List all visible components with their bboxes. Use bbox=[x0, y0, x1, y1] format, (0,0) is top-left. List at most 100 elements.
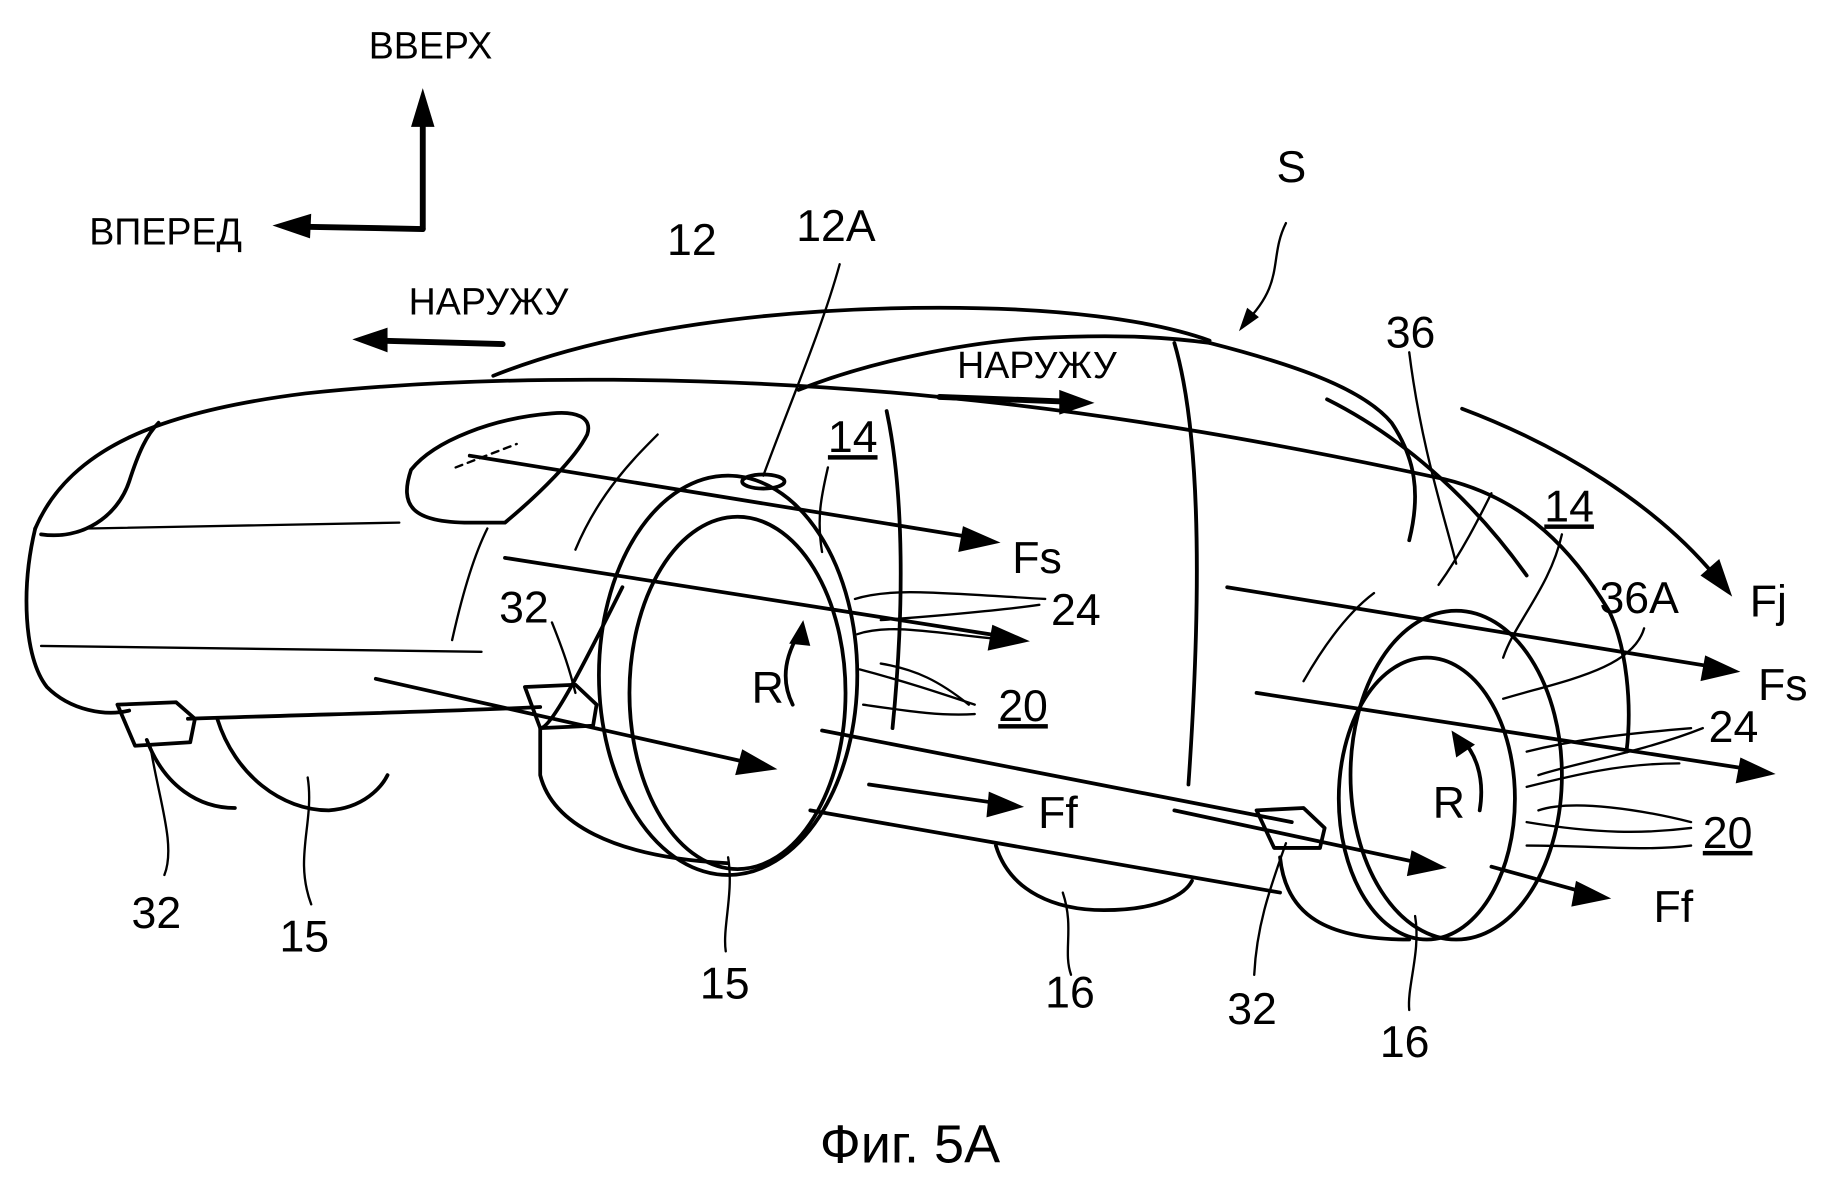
label-fs-rear: Fs bbox=[1758, 661, 1808, 710]
airflow-ff-rear-line bbox=[1172, 808, 1423, 866]
airflow-mid-front-head-icon bbox=[987, 624, 1030, 651]
label-ff-front: Ff bbox=[1038, 789, 1078, 838]
front-bumper-lower bbox=[186, 705, 543, 721]
airflow-mid-rear-head-icon bbox=[1735, 757, 1776, 784]
fins bbox=[115, 682, 1327, 850]
leader-15-mid bbox=[723, 856, 731, 953]
outward-front-arrow-head-icon bbox=[352, 327, 388, 353]
leader-12a bbox=[762, 263, 841, 477]
shade-4 bbox=[450, 527, 489, 642]
louver-rear-2 bbox=[1525, 762, 1681, 789]
label-32-mid: 32 bbox=[499, 583, 549, 632]
up-direction-label: ВВЕРХ bbox=[369, 25, 493, 67]
forward-arrow-head-icon bbox=[272, 213, 312, 239]
label-20-front: 20 bbox=[998, 682, 1048, 731]
label-36a: 36A bbox=[1599, 574, 1679, 623]
label-15-left: 15 bbox=[279, 912, 329, 961]
leader-36a bbox=[1502, 627, 1646, 700]
nose-contour bbox=[24, 526, 132, 715]
shade-1 bbox=[574, 433, 659, 551]
label-15-mid: 15 bbox=[700, 959, 750, 1008]
duct-front-2 bbox=[861, 703, 976, 716]
label-12a: 12A bbox=[796, 202, 876, 251]
airflow-ff-exit-line bbox=[1489, 864, 1588, 895]
label-r-front: R bbox=[752, 663, 784, 712]
rear-roof-edge bbox=[1325, 397, 1529, 578]
outward-front-indicator: НАРУЖУ bbox=[352, 281, 570, 353]
airflow-fs-front-head-icon bbox=[958, 526, 1001, 552]
label-24-front: 24 bbox=[1051, 586, 1101, 635]
airflow-low-front-head-icon bbox=[735, 749, 778, 776]
rotation-front-arc bbox=[783, 632, 801, 707]
leader-14-front bbox=[818, 466, 830, 554]
label-fs-front: Fs bbox=[1012, 534, 1062, 583]
label-fj: Fj bbox=[1750, 578, 1787, 627]
rear-wheel-side bbox=[1278, 855, 1412, 942]
rotation-front-head-icon bbox=[789, 620, 811, 646]
fin-rear bbox=[1254, 806, 1327, 850]
windshield-top bbox=[796, 334, 1212, 392]
direction-indicator: ВВЕРХ ВПЕРЕД bbox=[89, 25, 492, 253]
body-line-1 bbox=[86, 521, 401, 530]
louver-rear-1 bbox=[1525, 726, 1693, 753]
outward-roof-indicator: НАРУЖУ bbox=[936, 344, 1118, 415]
label-12: 12 bbox=[667, 216, 717, 265]
label-20-rear: 20 bbox=[1703, 809, 1753, 858]
rear-wheel-arch bbox=[1348, 608, 1564, 942]
leader-16-mid bbox=[1061, 891, 1073, 976]
louver-front-2 bbox=[856, 627, 1012, 642]
leader-36 bbox=[1408, 351, 1458, 565]
airflow-mid-rear-line bbox=[1254, 691, 1752, 772]
rear-wheel-far bbox=[993, 843, 1194, 913]
airflow-fs-front-line bbox=[467, 453, 977, 540]
airflow-low-front-line bbox=[373, 676, 754, 766]
label-36: 36 bbox=[1386, 309, 1436, 358]
leader-20-front bbox=[879, 662, 971, 706]
side-sill-bottom bbox=[808, 808, 1282, 895]
front-wheel-tire bbox=[627, 514, 848, 871]
forward-direction-label: ВПЕРЕД bbox=[89, 210, 242, 252]
leader-s bbox=[1243, 221, 1288, 325]
airflow-ff-rear-head-icon bbox=[1406, 850, 1447, 877]
outward-roof-label: НАРУЖУ bbox=[957, 344, 1118, 386]
vehicle-body bbox=[24, 305, 1631, 895]
leader-24-front bbox=[879, 603, 1041, 622]
duct-rear-1 bbox=[1525, 820, 1693, 833]
fin-front-right bbox=[523, 682, 599, 731]
shade-2 bbox=[1302, 591, 1376, 683]
label-16-mid: 16 bbox=[1045, 969, 1095, 1018]
louver-front-1 bbox=[853, 591, 1047, 601]
front-wheel-side bbox=[538, 585, 730, 866]
fin-front-left bbox=[115, 700, 197, 748]
front-wheel-far bbox=[144, 738, 237, 810]
a-pillar-door-line bbox=[884, 409, 903, 731]
shade-3 bbox=[1437, 492, 1493, 587]
airflow-fs-rear-line bbox=[1225, 585, 1717, 669]
side-intake bbox=[405, 411, 591, 525]
front-wheel-arch bbox=[597, 473, 860, 877]
label-s: S bbox=[1277, 143, 1307, 192]
leader-32-rear bbox=[1253, 842, 1288, 976]
leader-32-left bbox=[149, 744, 170, 877]
up-arrow-head-icon bbox=[411, 88, 435, 127]
label-ff-rear: Ff bbox=[1653, 883, 1693, 932]
body-line-2 bbox=[39, 644, 483, 653]
rear-left-front-wheel bbox=[215, 716, 390, 813]
airflow-ff-front-line bbox=[867, 782, 1001, 806]
leader-32-mid bbox=[550, 621, 577, 695]
label-r-rear: R bbox=[1433, 778, 1465, 827]
rear-wheel-assembly bbox=[993, 608, 1564, 942]
headlight bbox=[39, 420, 161, 538]
label-32-rear: 32 bbox=[1227, 985, 1277, 1034]
airflow-fj-head-icon bbox=[1700, 559, 1733, 597]
leader-24-rear bbox=[1537, 726, 1704, 777]
outward-front-label: НАРУЖУ bbox=[409, 281, 570, 323]
airflow-ff-exit-head-icon bbox=[1571, 880, 1612, 907]
rear-window bbox=[1207, 341, 1417, 543]
intake-grille bbox=[454, 442, 518, 469]
outward-roof-arrow-head-icon bbox=[1059, 389, 1095, 415]
b-pillar-door-line bbox=[1172, 341, 1199, 787]
leader-15-left bbox=[302, 776, 313, 906]
rear-wheel-tire bbox=[1336, 655, 1517, 942]
